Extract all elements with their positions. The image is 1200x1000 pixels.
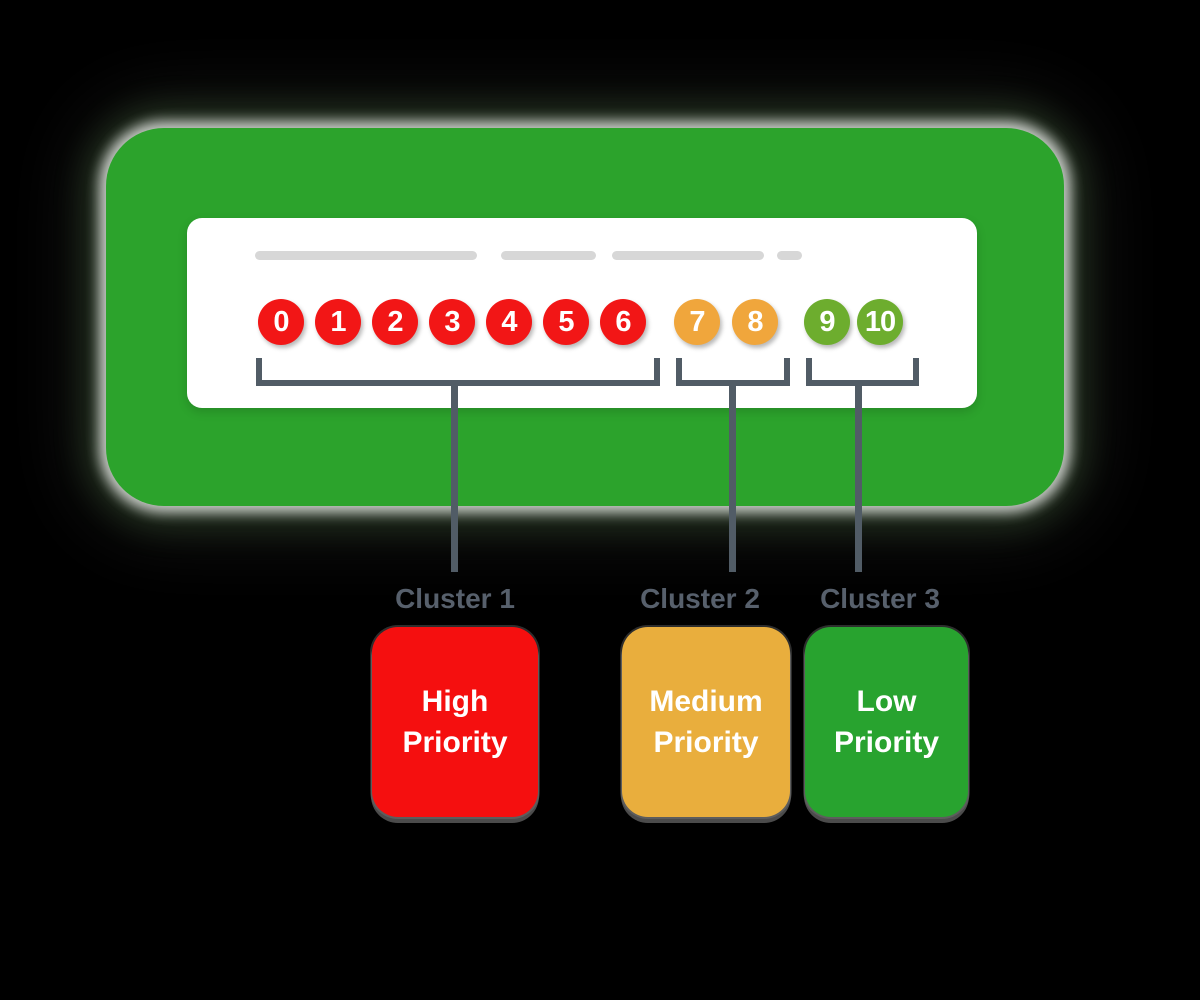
cluster1-label: Cluster 1 (395, 583, 515, 614)
high-priority-box: High Priority (372, 627, 538, 817)
scale-option-3[interactable]: 3 (429, 299, 475, 345)
cluster2-label: Cluster 2 (640, 583, 760, 614)
low-priority-box: Low Priority (805, 627, 968, 817)
placeholder-text-line (777, 251, 802, 260)
placeholder-text-line (255, 251, 477, 260)
cluster3-connector-line (855, 380, 862, 572)
medium-priority-box: Medium Priority (622, 627, 790, 817)
survey-card: 0 1 2 3 4 5 6 7 8 9 10 (187, 218, 977, 408)
cluster3-label: Cluster 3 (820, 583, 940, 614)
cluster1-connector-line (451, 380, 458, 572)
cluster2-connector-line (729, 380, 736, 572)
scale-option-10[interactable]: 10 (857, 299, 903, 345)
cluster1-bracket (256, 358, 660, 386)
scale-option-2[interactable]: 2 (372, 299, 418, 345)
high-priority-label: High Priority (402, 685, 508, 759)
placeholder-text-line (612, 251, 764, 260)
low-priority-label: Low Priority (833, 685, 940, 759)
scale-option-6[interactable]: 6 (600, 299, 646, 345)
cluster3-bracket (806, 358, 919, 386)
scale-option-1[interactable]: 1 (315, 299, 361, 345)
medium-priority-label: Medium Priority (649, 685, 763, 759)
placeholder-text-line (501, 251, 596, 260)
scale-option-8[interactable]: 8 (732, 299, 778, 345)
scale-option-4[interactable]: 4 (486, 299, 532, 345)
scale-option-5[interactable]: 5 (543, 299, 589, 345)
survey-widget-panel: 0 1 2 3 4 5 6 7 8 9 10 (106, 128, 1064, 506)
scale-option-9[interactable]: 9 (804, 299, 850, 345)
scale-option-7[interactable]: 7 (674, 299, 720, 345)
scale-option-0[interactable]: 0 (258, 299, 304, 345)
